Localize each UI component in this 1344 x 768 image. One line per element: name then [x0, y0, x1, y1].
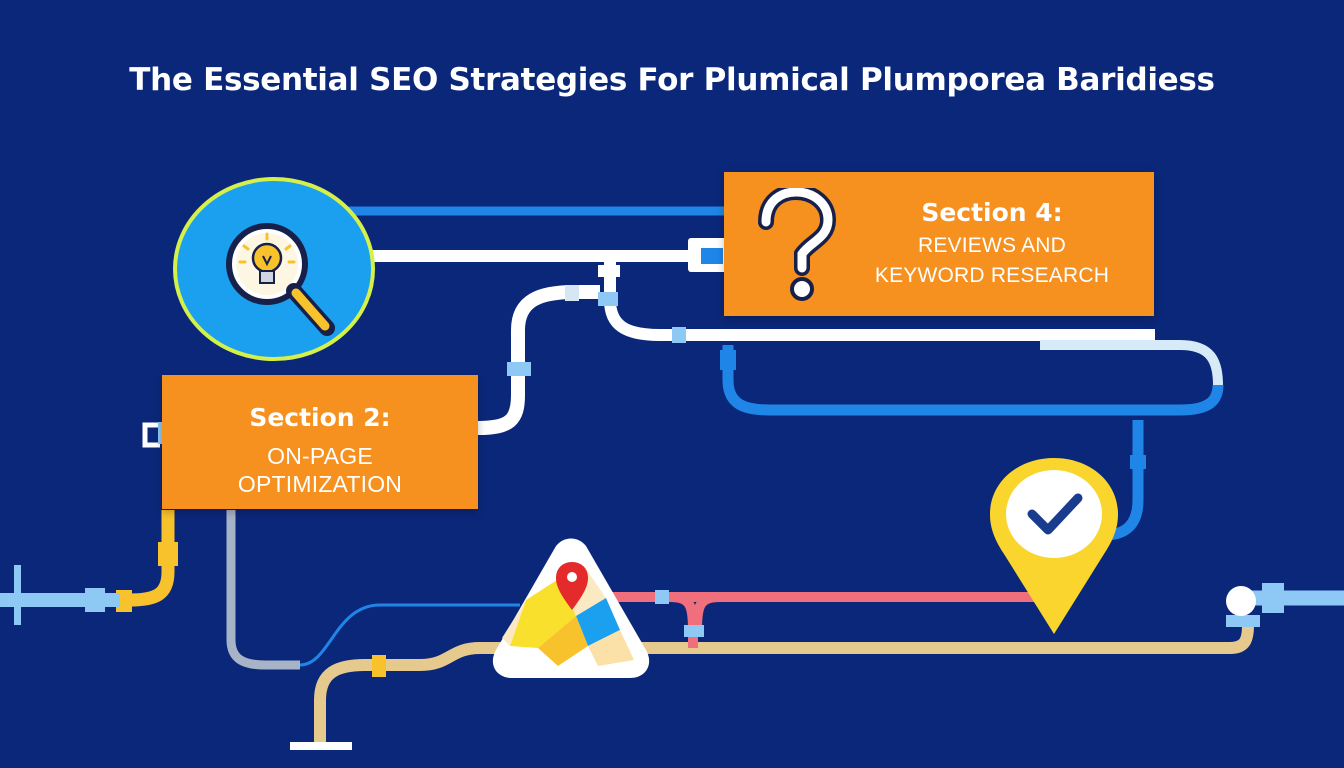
pipe-valve-bottom	[290, 742, 352, 750]
pipe-collar	[1262, 583, 1284, 613]
pipe-gray	[226, 510, 300, 670]
pipe-pink-bend	[669, 592, 698, 648]
pipe-collar	[598, 292, 618, 306]
pipe-collar	[684, 625, 704, 637]
section-4-line-2: KEYWORD RESEARCH	[874, 264, 1110, 287]
pipe-collar	[158, 542, 178, 566]
pipe-collar	[507, 362, 531, 376]
pipe-collar	[1130, 455, 1146, 469]
section-4-line-1: REVIEWS AND	[917, 234, 1067, 257]
pipe-elbow-right	[1226, 586, 1256, 616]
pipe-yellow	[70, 510, 175, 607]
pipe-white-curve	[477, 285, 600, 435]
pipe-bracket-left	[142, 422, 160, 448]
section-2-card: Section 2: ON-PAGE OPTIMIZATION	[162, 375, 478, 509]
section-2-line-2: OPTIMIZATION	[237, 471, 403, 497]
section-2-line-1: ON-PAGE	[267, 443, 373, 469]
pipe-tan	[314, 615, 1254, 745]
pipe-collar	[655, 590, 669, 604]
magnifier-lightbulb-icon	[173, 177, 375, 361]
pipe-connector-valve-inner	[701, 248, 723, 264]
pipe-collar	[598, 265, 620, 277]
pipe-valve-left	[14, 565, 21, 625]
section-4-card: Section 4: REVIEWS AND KEYWORD RESEARCH	[724, 172, 1154, 316]
pipe-blue-thin	[299, 603, 520, 667]
pipe-collar	[85, 588, 105, 612]
pipe-collar	[565, 285, 579, 301]
section-2-heading: Section 2:	[249, 403, 391, 432]
pipe-blue-loop	[722, 345, 1224, 416]
pipe-pink-bend	[692, 592, 721, 631]
pipe-collar	[672, 327, 686, 343]
pipe-collar	[372, 655, 386, 677]
checkmark-pin-icon	[990, 458, 1118, 634]
pipe-light-loop	[1040, 340, 1223, 386]
map-pin-icon	[492, 538, 650, 678]
pipe-collar	[720, 350, 736, 370]
section-4-heading: Section 4:	[921, 198, 1063, 227]
question-mark-icon	[758, 188, 837, 301]
page-title: The Essential SEO Strategies For Plumica…	[129, 62, 1215, 98]
pipe-collar	[1226, 615, 1260, 627]
